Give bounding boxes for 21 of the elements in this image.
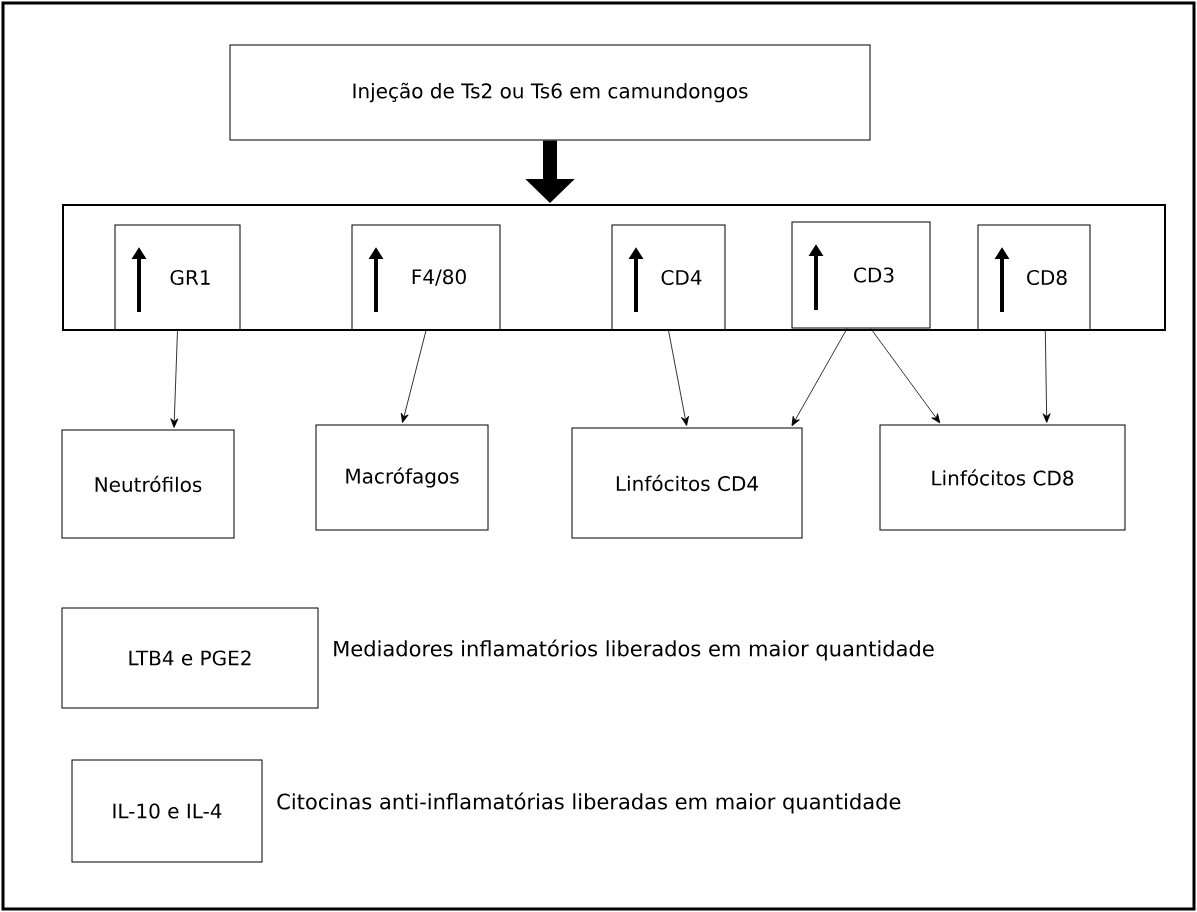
description-text: Citocinas anti-inflamatórias liberadas em maior quantidade	[277, 792, 901, 814]
description-text: Mediadores inflamatórios liberados em maior quantidade	[334, 639, 934, 661]
process-box: Linfócitos CD4	[571, 427, 803, 539]
arrow	[668, 330, 689, 426]
process-box: IL-10 e IL-4	[71, 759, 263, 863]
marker-box: CD4	[611, 224, 726, 331]
marker-box: GR1	[114, 224, 241, 331]
process-box: Neutrófilos	[61, 429, 235, 539]
marker-box: CD8	[977, 224, 1091, 331]
arrow	[170, 330, 179, 428]
process-box: LTB4 e PGE2	[61, 607, 319, 709]
arrow	[400, 330, 427, 423]
marker-box: CD3	[791, 221, 931, 329]
process-box: Linfócitos CD8	[879, 424, 1126, 531]
process-box: Injeção de Ts2 ou Ts6 em camundongos	[229, 44, 871, 141]
marker-box: F4/80	[351, 224, 501, 331]
arrow	[870, 328, 941, 424]
group-box	[62, 204, 1166, 331]
arrow	[791, 328, 848, 427]
arrow	[1042, 330, 1051, 423]
process-box: Macrófagos	[315, 424, 489, 531]
